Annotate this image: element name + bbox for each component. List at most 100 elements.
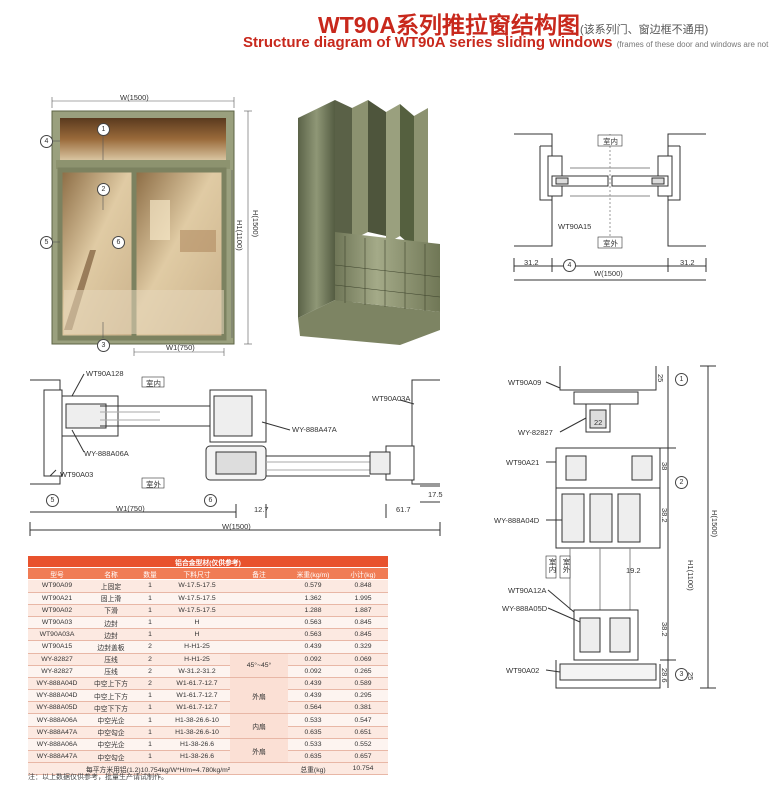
vsec-part-7: WT90A02 — [506, 666, 540, 675]
table-cell-remark — [230, 628, 288, 642]
table-cell: H-H1-25 — [164, 640, 230, 654]
title-en-main: Structure diagram of WT90A series slidin… — [243, 34, 613, 51]
table-cell: 1 — [136, 750, 164, 764]
table-cell: 1 — [136, 604, 164, 617]
table-cell: WY-888A04D — [28, 689, 86, 703]
table-cell: 固上滑 — [86, 592, 136, 605]
table-cell: 边封盖板 — [86, 640, 136, 654]
table-cell: 0.552 — [338, 738, 389, 752]
table-cell: WY-82827 — [28, 653, 86, 666]
hsec-part-2: WY-888A06A — [84, 449, 129, 458]
table-cell: 0.635 — [288, 726, 338, 739]
title-cn: WT90A系列推拉窗结构图(该系列门、窗边框不通用) — [318, 6, 708, 40]
table-cell: W-17.5-17.5 — [164, 604, 230, 617]
table-cell: 1 — [136, 701, 164, 715]
table-header: 名称 — [86, 567, 136, 581]
table-cell: 1.887 — [338, 604, 389, 617]
table-cell: 1.288 — [288, 604, 338, 617]
table-cell: W-17.5-17.5 — [164, 592, 230, 605]
table-cell: 2 — [136, 665, 164, 678]
hsec-w-label: W(1500) — [222, 522, 251, 531]
table-cell: 1 — [136, 713, 164, 727]
table-cell: 中空下下方 — [86, 701, 136, 715]
table-cell: WY-888A06A — [28, 738, 86, 752]
hsec-part-5: WT90A03A — [372, 394, 411, 403]
table-cell: 0.265 — [338, 665, 389, 678]
table-cell: 0.845 — [338, 616, 389, 630]
hsec-marker-5: 5 — [46, 494, 59, 507]
table-cell-remark — [230, 579, 288, 593]
vsec-dim-1: 25 — [656, 374, 665, 383]
table-cell: H1-38-26.6-10 — [164, 713, 230, 727]
vsec-dim-8: 25 — [686, 672, 695, 681]
table-cell: WY-888A06A — [28, 713, 86, 727]
table-cell: 0.848 — [338, 579, 389, 593]
vsec-h1-label: H1(1100) — [686, 560, 695, 591]
hsec-part-3: WT90A03 — [60, 470, 94, 479]
vsec-dim-7: 28.6 — [660, 668, 669, 683]
table-cell: WY-888A04D — [28, 677, 86, 691]
table-cell: 中空上下方 — [86, 689, 136, 703]
marker-6: 6 — [112, 236, 125, 249]
table-cell-remark: 45°~45° — [230, 653, 288, 678]
title-cn-note: (该系列门、窗边框不通用) — [579, 24, 709, 36]
table-cell: 0.092 — [288, 653, 338, 666]
table-cell: 1 — [136, 616, 164, 630]
table-cell: WY-888A05D — [28, 701, 86, 715]
elevation-height-label: H(1500) — [251, 210, 260, 238]
table-cell: W1-61.7-12.7 — [164, 701, 230, 715]
table-cell-remark — [230, 616, 288, 630]
table-cell: 0.651 — [338, 726, 389, 739]
table-cell: H — [164, 628, 230, 642]
table-cell: 0.589 — [338, 677, 389, 691]
table-cell: WY-82827 — [28, 665, 86, 678]
marker-2: 2 — [97, 183, 110, 196]
table-cell: WY-888A47A — [28, 750, 86, 764]
jamb-indoor-label: 室内 — [603, 137, 618, 146]
table-cell: 1 — [136, 738, 164, 752]
vsec-part-1: WT90A09 — [508, 378, 542, 387]
hsec-w1-label: W1(750) — [116, 504, 145, 513]
table-cell: 2 — [136, 640, 164, 654]
table-cell: 中空勾企 — [86, 726, 136, 739]
table-cell: H1-38-26.6 — [164, 750, 230, 764]
jamb-width-label: W(1500) — [594, 269, 623, 278]
table-cell: 边封 — [86, 628, 136, 642]
vsec-marker-3: 3 — [675, 668, 688, 681]
vsec-dim-2: 22 — [594, 418, 603, 427]
table-cell: W-17.5-17.5 — [164, 579, 230, 593]
jamb-part-label: WT90A15 — [558, 222, 592, 231]
table-cell: 0.533 — [288, 738, 338, 752]
table-cell: 1 — [136, 628, 164, 642]
table-cell: 0.564 — [288, 701, 338, 715]
vsec-part-5: WT90A12A — [508, 586, 547, 595]
table-cell: 0.092 — [288, 665, 338, 678]
table-cell: 中空光企 — [86, 713, 136, 727]
table-cell: H-H1-25 — [164, 653, 230, 666]
table-header: 小计(kg) — [338, 567, 389, 581]
marker-3: 3 — [97, 339, 110, 352]
table-cell: WT90A21 — [28, 592, 86, 605]
table-cell: 0.563 — [288, 616, 338, 630]
title-en-note: (frames of these door and windows are no… — [616, 40, 770, 49]
table-cell: 1 — [136, 579, 164, 593]
table-cell-remark — [230, 592, 288, 605]
table-caption-row: 铝合金型材(仅供参考) — [28, 556, 389, 569]
elevation-h1-label: H1(1100) — [235, 220, 244, 251]
table-header: 米重(kg/m) — [288, 567, 338, 581]
hsec-dim-2: 61.7 — [396, 505, 411, 514]
table-header: 下料尺寸 — [164, 567, 230, 581]
